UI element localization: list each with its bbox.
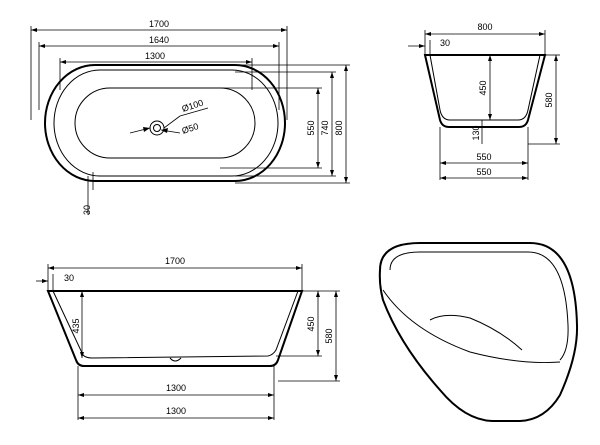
drain-inner-circle [153, 124, 161, 132]
front-overall-length: 1700 [165, 256, 185, 266]
end-inner-bottom: 550 [476, 152, 491, 162]
top-basin-length: 1300 [145, 51, 165, 61]
top-wall-thickness: 30 [82, 205, 92, 215]
top-view: Ø100 Ø50 1700 1640 1300 550 740 800 [30, 19, 350, 215]
front-view-outline [46, 290, 304, 367]
top-rim-length: 1640 [149, 35, 169, 45]
front-base-length: 1300 [166, 406, 186, 416]
front-height: 580 [324, 328, 334, 343]
top-overall-length: 1700 [149, 19, 169, 29]
front-view-inner-outline [52, 290, 299, 359]
end-base-offset: 130 [471, 125, 481, 140]
perspective-outer-outline [378, 242, 579, 422]
top-overall-width: 800 [334, 120, 344, 135]
perspective-view [378, 242, 579, 422]
end-top-width: 800 [477, 22, 492, 32]
end-base-width: 550 [476, 167, 491, 177]
drain-outer-label: Ø100 [181, 98, 205, 114]
end-height: 580 [544, 92, 554, 107]
front-inner-bottom: 1300 [166, 383, 186, 393]
end-view: 800 30 450 580 130 550 550 [408, 22, 560, 180]
top-rim-width: 740 [320, 120, 330, 135]
outer-rim-outline [44, 64, 286, 182]
basin-outline [74, 87, 256, 159]
drain-outer-circle [149, 120, 165, 136]
front-inner-depth-left: 435 [71, 318, 81, 333]
end-wall-thickness: 30 [440, 38, 450, 48]
drain-inner-label: Ø50 [181, 121, 200, 136]
perspective-rim-front [382, 289, 561, 364]
end-view-inner-outline [429, 54, 541, 121]
end-inner-depth: 450 [478, 80, 488, 95]
front-inner-depth-right: 450 [306, 316, 316, 331]
perspective-rim-inner [389, 251, 569, 361]
perspective-basin-floor [429, 314, 523, 351]
front-view: 1700 30 435 450 580 1300 1300 [36, 256, 340, 420]
end-view-outline [423, 54, 547, 128]
top-basin-width: 550 [306, 120, 316, 135]
inner-rim-outline [53, 69, 279, 177]
front-wall-thickness: 30 [64, 273, 74, 283]
front-drain [169, 357, 182, 362]
